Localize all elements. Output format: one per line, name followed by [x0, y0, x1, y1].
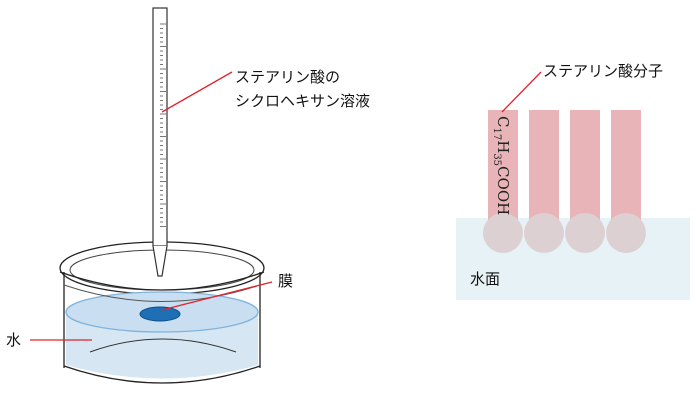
water-label: 水 — [6, 331, 21, 349]
film-leader-line — [161, 281, 273, 311]
film — [139, 306, 181, 322]
beaker-bottom-inner — [89, 338, 237, 353]
molecule-model: ステアリン酸分子 水面 C17H35COOH — [456, 62, 690, 300]
beaker-rim-front-inner — [63, 284, 261, 302]
pipette — [152, 7, 168, 277]
solution-label-line2: シクロヘキサン溶液 — [235, 92, 370, 110]
molecule-tail — [570, 110, 600, 220]
molecule-label: ステアリン酸分子 — [543, 62, 663, 80]
molecule-leader-line — [501, 71, 542, 113]
surface-label: 水面 — [470, 270, 500, 288]
pipette-tip — [152, 245, 168, 277]
film-label: 膜 — [278, 272, 293, 290]
pipette-tube — [152, 7, 168, 247]
experiment-apparatus: ステアリン酸の シクロヘキサン溶液 膜 水 — [6, 7, 370, 384]
stearic-acid-molecules — [483, 110, 646, 253]
solution-leader-line — [161, 71, 233, 113]
pipette-graduations — [160, 23, 166, 227]
molecule-head — [606, 213, 646, 253]
beaker-bottom — [63, 365, 261, 384]
molecule-tail — [611, 110, 641, 220]
molecule-tail — [529, 110, 559, 220]
molecule-head — [524, 213, 564, 253]
molecule-head — [483, 213, 523, 253]
molecule-formula: C17H35COOH — [491, 116, 512, 215]
molecule-tail — [488, 110, 518, 220]
molecule-head — [565, 213, 605, 253]
beaker-rim-front — [59, 271, 265, 291]
solution-label-line1: ステアリン酸の — [235, 68, 340, 86]
